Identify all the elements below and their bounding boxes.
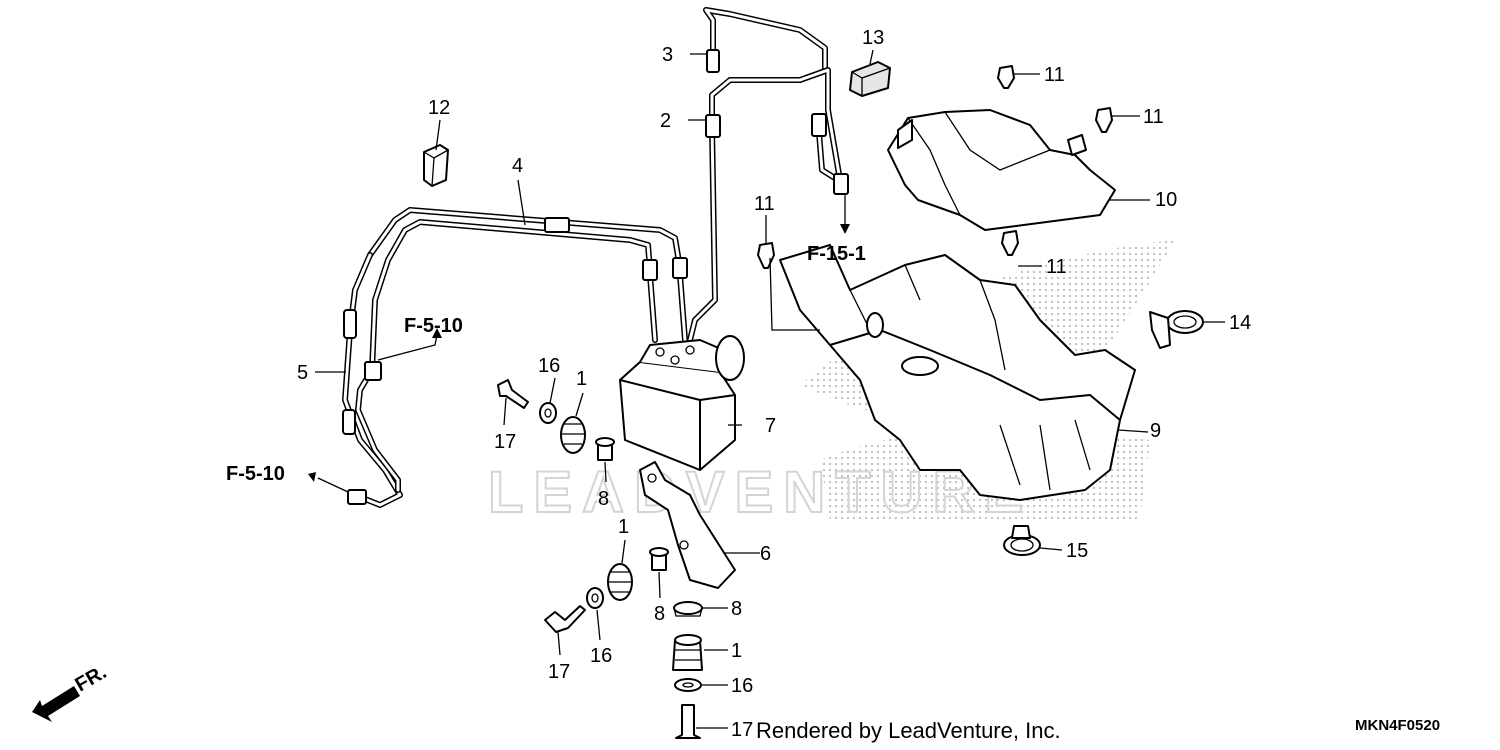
callout-1c[interactable]: 1 <box>731 640 742 662</box>
callout-16b[interactable]: 16 <box>590 645 612 667</box>
callout-7[interactable]: 7 <box>765 415 776 437</box>
callout-11c[interactable]: 11 <box>754 193 775 215</box>
callout-17c[interactable]: 17 <box>731 719 753 741</box>
tray-9[interactable] <box>779 244 1136 501</box>
brake-pipe-4[interactable] <box>367 207 688 373</box>
callout-8a[interactable]: 8 <box>598 488 609 510</box>
holder-12[interactable] <box>423 144 449 187</box>
ref-f-5-10-lower[interactable]: F-5-10 <box>226 463 285 485</box>
clamp-15[interactable] <box>1003 525 1041 556</box>
callout-11b[interactable]: 11 <box>1143 106 1164 128</box>
ref-f-5-10-upper[interactable]: F-5-10 <box>404 315 463 337</box>
ref-f-15-1[interactable]: F-15-1 <box>807 243 866 265</box>
callout-10[interactable]: 10 <box>1155 189 1177 211</box>
callout-labels: 3 2 12 4 5 7 6 16 1 17 8 1 8 8 1 16 17 1… <box>297 27 1251 741</box>
callout-15[interactable]: 15 <box>1066 540 1088 562</box>
reference-labels: F-15-1 F-5-10 F-5-10 <box>226 243 866 485</box>
abs-modulator[interactable] <box>619 335 745 471</box>
bracket-6[interactable] <box>639 461 736 589</box>
cover-10[interactable] <box>887 109 1116 231</box>
callout-3[interactable]: 3 <box>662 44 673 66</box>
callout-11d[interactable]: 11 <box>1046 256 1067 278</box>
callout-5[interactable]: 5 <box>297 362 308 384</box>
svg-text:FR.: FR. <box>72 661 111 696</box>
cushion-13[interactable] <box>849 61 891 97</box>
callout-4[interactable]: 4 <box>512 155 523 177</box>
callout-8b[interactable]: 8 <box>654 603 665 625</box>
callout-13[interactable]: 13 <box>862 27 884 49</box>
callout-17a[interactable]: 17 <box>494 431 516 453</box>
callout-2[interactable]: 2 <box>660 110 671 132</box>
callout-1a[interactable]: 1 <box>576 368 587 390</box>
front-arrow-icon: FR. <box>32 661 110 722</box>
callout-9[interactable]: 9 <box>1150 420 1161 442</box>
callout-8c[interactable]: 8 <box>731 598 742 620</box>
clamp-14[interactable] <box>1149 310 1204 349</box>
rendered-by-text: Rendered by LeadVenture, Inc. <box>756 718 1061 743</box>
leader-lines <box>308 49 1225 729</box>
callout-14[interactable]: 14 <box>1229 312 1251 334</box>
clip-11[interactable] <box>757 65 1113 269</box>
callout-16a[interactable]: 16 <box>538 355 560 377</box>
callout-16c[interactable]: 16 <box>731 675 753 697</box>
callout-17b[interactable]: 17 <box>548 661 570 683</box>
brake-pipe-5[interactable] <box>342 252 403 508</box>
brake-pipe-upper[interactable] <box>687 7 849 343</box>
callout-12[interactable]: 12 <box>428 97 450 119</box>
mount-hardware[interactable] <box>497 379 703 739</box>
callout-11a[interactable]: 11 <box>1044 64 1065 86</box>
diagram-code: MKN4F0520 <box>1355 717 1440 734</box>
callout-6[interactable]: 6 <box>760 543 771 565</box>
callout-1b[interactable]: 1 <box>618 516 629 538</box>
